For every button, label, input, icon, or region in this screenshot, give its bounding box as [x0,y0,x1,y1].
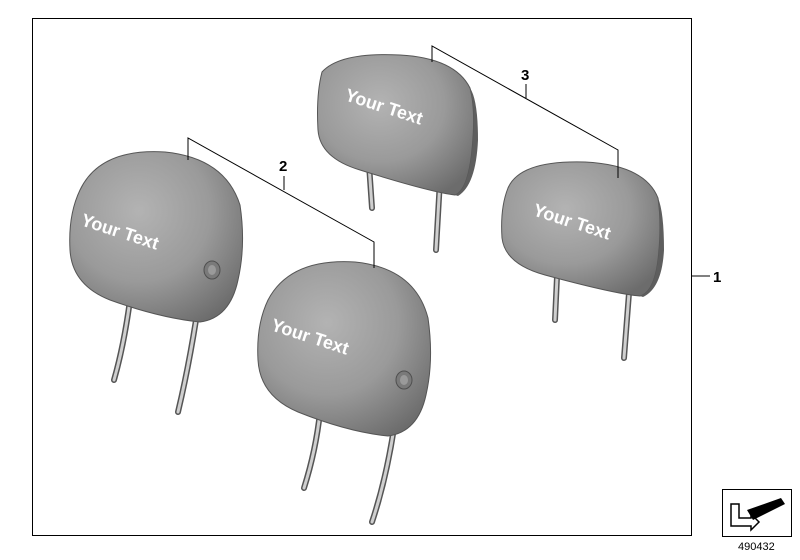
diagram-number: 490432 [738,541,775,553]
callout-2-label: 2 [279,158,287,175]
callout-2-leader [187,137,375,268]
callout-3-leader [431,45,619,178]
callout-1-label: 1 [713,269,721,286]
arrow-nav-icon [722,489,792,537]
headrest-rear-left: Your Text [317,54,478,253]
diagram-frame [32,18,692,536]
headrest-rear-right: Your Text [501,161,664,361]
headrest-front-right: Your Text [257,261,432,525]
headrest-front-left: Your Text [69,151,244,415]
callout-3-label: 3 [521,67,529,84]
